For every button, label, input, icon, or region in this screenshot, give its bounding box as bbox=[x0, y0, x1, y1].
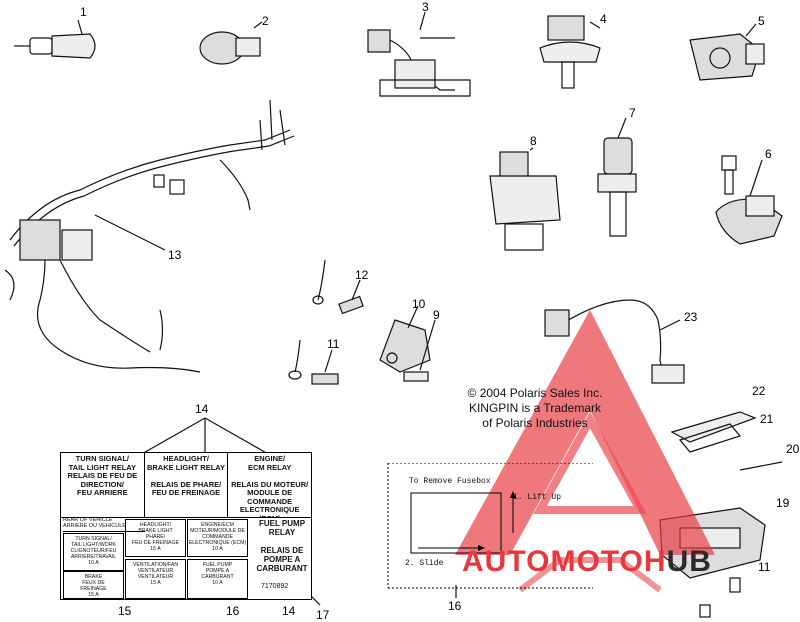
part-20-screw bbox=[739, 461, 783, 471]
copyright-line-3: of Polaris Industries bbox=[482, 416, 588, 430]
fusebox-step-2: 2. Slide bbox=[405, 559, 444, 568]
rear-of-vehicle-label: REAR OF VEHICLE ARRIERE DU VEHICULE bbox=[63, 517, 145, 532]
fuse-grid: TURN SIGNAL/ TAIL LIGHT/WORK CLIGNOTEUR/… bbox=[61, 519, 251, 599]
fusebox-outline bbox=[387, 463, 593, 589]
part-3-relay bbox=[367, 11, 471, 97]
part-10-bracket bbox=[379, 305, 436, 382]
callout-16-fusebox: 16 bbox=[448, 599, 462, 613]
callout-20: 20 bbox=[786, 442, 800, 456]
callout-21: 21 bbox=[760, 412, 774, 426]
callout-11: 11 bbox=[327, 337, 340, 351]
fusebox-step-1: 1. Lift Up bbox=[513, 493, 562, 502]
callout-5: 5 bbox=[758, 14, 765, 28]
part-11-bolt bbox=[288, 339, 339, 385]
copyright-line-1: © 2004 Polaris Sales Inc. bbox=[467, 386, 603, 400]
fusebox-title: To Remove Fusebox bbox=[409, 477, 491, 486]
label-part-number: 7170892 bbox=[261, 583, 289, 590]
headlight-relay-label: HEADLIGHT/ BRAKE LIGHT RELAY RELAIS DE P… bbox=[145, 453, 229, 517]
fuse-engine: ENGINE/ECM MOTEUR/MODULE DE COMMANDE ELE… bbox=[187, 519, 248, 557]
callout-22: 22 bbox=[752, 384, 766, 398]
part-2-sensor bbox=[199, 21, 263, 65]
part-1-switch bbox=[14, 19, 96, 59]
callout-3: 3 bbox=[422, 0, 429, 14]
callout-23: 23 bbox=[684, 310, 698, 324]
watermark-logo bbox=[455, 310, 715, 593]
part-23-harness bbox=[544, 299, 685, 384]
part-6-speed-sensor bbox=[715, 155, 783, 245]
part-22-cover bbox=[670, 411, 757, 443]
fuse-fan: VENTILATION/FAN VENTILATEUR VENTILATEUR … bbox=[125, 559, 186, 599]
part-21-bracket bbox=[678, 423, 742, 453]
fuse-fuel-pump: FUEL PUMP POMPE A CARBURANT 10 A bbox=[187, 559, 248, 599]
watermark-text: AUTOMOTOHUB bbox=[462, 545, 712, 579]
part-4-map-sensor bbox=[539, 15, 601, 89]
callout-10: 10 bbox=[412, 297, 426, 311]
part-11b-bolt bbox=[699, 577, 741, 618]
watermark-logo-text: AUTOMOTOHUB bbox=[462, 545, 712, 578]
callout-2: 2 bbox=[262, 14, 269, 28]
callout-16: 16 bbox=[226, 604, 240, 618]
fuel-pump-relay-label: FUEL PUMP RELAY RELAIS DE POMPE A CARBUR… bbox=[256, 519, 308, 573]
part-7-temp-sensor bbox=[597, 117, 637, 237]
callout-11-fusebox: 11 bbox=[758, 560, 771, 574]
callout-8: 8 bbox=[530, 134, 537, 148]
copyright-line-2: KINGPIN is a Trademark bbox=[468, 401, 602, 415]
fuse-headlight: HEADLIGHT/ BRAKE LIGHT PHARE/ FEU DE FRE… bbox=[125, 519, 186, 557]
engine-relay-label: ENGINE/ ECM RELAY RELAIS DU MOTEUR/ MODU… bbox=[231, 454, 309, 517]
turn-signal-relay-label: TURN SIGNAL/ TAIL LIGHT RELAY RELAIS DE … bbox=[61, 453, 145, 517]
callout-19: 19 bbox=[776, 496, 790, 510]
part-12-bolt bbox=[312, 259, 364, 315]
callout-14-bottom: 14 bbox=[282, 604, 296, 618]
callout-12: 12 bbox=[355, 268, 369, 282]
fusebox-instruction: To Remove Fusebox 1. Lift Up 2. Slide bbox=[383, 463, 598, 593]
callout-17: 17 bbox=[316, 608, 330, 622]
copyright-notice: © 2004 Polaris Sales Inc. KINGPIN is a T… bbox=[450, 386, 620, 431]
fuse-brake: BRAKE FEUX DE FREINAGE 15 A bbox=[63, 571, 124, 599]
callout-4: 4 bbox=[600, 12, 607, 26]
relay-label-decal: TURN SIGNAL/ TAIL LIGHT RELAY RELAIS DE … bbox=[60, 452, 312, 600]
callout-6: 6 bbox=[765, 147, 772, 161]
part-13-harness bbox=[4, 99, 295, 373]
callout-1: 1 bbox=[80, 5, 87, 19]
callout-13: 13 bbox=[168, 248, 182, 262]
callout-7: 7 bbox=[629, 106, 636, 120]
callout-15: 15 bbox=[118, 604, 132, 618]
callout-14-top: 14 bbox=[195, 402, 209, 416]
relay-label-row: TURN SIGNAL/ TAIL LIGHT RELAY RELAIS DE … bbox=[61, 453, 311, 518]
part-5-tps bbox=[689, 23, 765, 81]
callout-9: 9 bbox=[433, 308, 440, 322]
part-8-sensor bbox=[489, 147, 561, 251]
fuse-turn-signal: TURN SIGNAL/ TAIL LIGHT/WORK CLIGNOTEUR/… bbox=[63, 533, 124, 571]
